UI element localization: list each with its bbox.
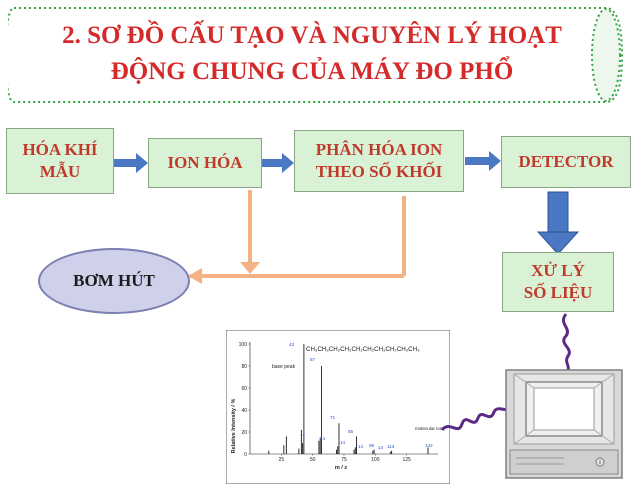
spectrum-formula: CH₃CH₂CH₂CH₂CH₂CH₂CH₂CH₂CH₂CH₃ <box>306 346 420 353</box>
peak-label-113: 113 <box>387 444 395 449</box>
spectrum-x-tick-label: 50 <box>310 457 316 463</box>
spectrum-y-tick-label: 80 <box>241 364 247 370</box>
peak-label-99: 99 <box>369 443 375 448</box>
title-line-2: ĐỘNG CHUNG CỦA MÁY ĐO PHỔ <box>110 58 514 85</box>
spectrum-x-tick-label: 25 <box>279 457 285 463</box>
cable-spectrum-computer <box>440 406 519 432</box>
spectrum-x-tick-label: 100 <box>371 457 380 463</box>
node-sample-gas: HÓA KHÍ MẪU <box>6 128 114 194</box>
mass-spectrum: Relative Intensity / % 0 20 40 60 80 100 25 50… <box>226 330 450 484</box>
peak-label-71: 71 <box>330 415 336 420</box>
peak-label-85: 85 <box>348 429 354 434</box>
spectrum-base-peak-label: base peak <box>272 364 296 370</box>
spectrum-x-tick-label: 125 <box>402 457 411 463</box>
node-mass-separation-line1: PHÂN HÓA ION <box>315 140 443 159</box>
node-sample-gas-line2: MẪU <box>39 162 81 181</box>
peak-label-14b: 14 <box>320 436 326 441</box>
peak-label-14e: 14 <box>378 445 384 450</box>
arrow-sample-to-ion <box>114 153 148 173</box>
computer-power-label: 0 <box>599 460 602 466</box>
node-mass-separation: PHÂN HÓA ION THEO SỐ KHỐI <box>294 130 464 192</box>
title-banner <box>8 7 624 103</box>
page-title: 2. SƠ ĐỒ CẤU TẠO VÀ NGUYÊN LÝ HOẠT ĐỘNG … <box>22 18 602 90</box>
arrow-to-vacuum-pump <box>188 190 406 284</box>
node-data-processing-line1: XỬ LÝ <box>531 261 585 280</box>
node-sample-gas-line1: HÓA KHÍ <box>22 140 98 159</box>
node-data-processing: XỬ LÝ SỐ LIỆU <box>502 252 614 312</box>
spectrum-y-tick-label: 40 <box>241 408 247 414</box>
spectrum-y-tick-label: 60 <box>241 386 247 392</box>
arrow-separation-to-detector <box>465 151 501 171</box>
peak-label-57: 57 <box>310 357 316 362</box>
spectrum-x-tick-label: 75 <box>341 457 347 463</box>
spectrum-y-tick-label: 0 <box>244 452 247 458</box>
node-vacuum-pump-label: BƠM HÚT <box>73 271 155 290</box>
node-data-processing-line2: SỐ LIỆU <box>523 283 593 302</box>
peak-label-14d: 14 <box>358 444 364 449</box>
spectrum-xlabel: m / z <box>335 465 347 471</box>
spectrum-y-tick-label: 20 <box>241 430 247 436</box>
spectrum-molecular-ion-label: molecular ion <box>415 426 443 431</box>
peak-label-43: 43 <box>289 342 295 347</box>
arrow-detector-to-data <box>536 191 580 255</box>
spectrum-bars <box>268 344 429 454</box>
title-line-1: 2. SƠ ĐỒ CẤU TẠO VÀ NGUYÊN LÝ HOẠT <box>62 22 562 49</box>
arrow-ion-to-separation <box>262 153 294 173</box>
spectrum-x-ticks: 25 50 75 100 125 <box>279 454 411 463</box>
spectrum-ylabel: Relative Intensity / % <box>231 399 237 454</box>
computer-icon: 0 <box>505 369 623 479</box>
node-vacuum-pump: BƠM HÚT <box>38 248 190 314</box>
node-ionization-label: ION HÓA <box>167 153 243 172</box>
node-detector: DETECTOR <box>501 136 631 188</box>
peak-label-14c: 14 <box>340 440 346 445</box>
cable-data-computer <box>561 313 571 371</box>
node-mass-separation-line2: THEO SỐ KHỐI <box>315 162 443 181</box>
node-detector-label: DETECTOR <box>518 152 614 171</box>
peak-label-14a: 14 <box>300 432 306 437</box>
spectrum-y-tick-label: 100 <box>239 342 248 348</box>
node-ionization: ION HÓA <box>148 138 262 188</box>
peak-label-142: 142 <box>425 443 433 448</box>
